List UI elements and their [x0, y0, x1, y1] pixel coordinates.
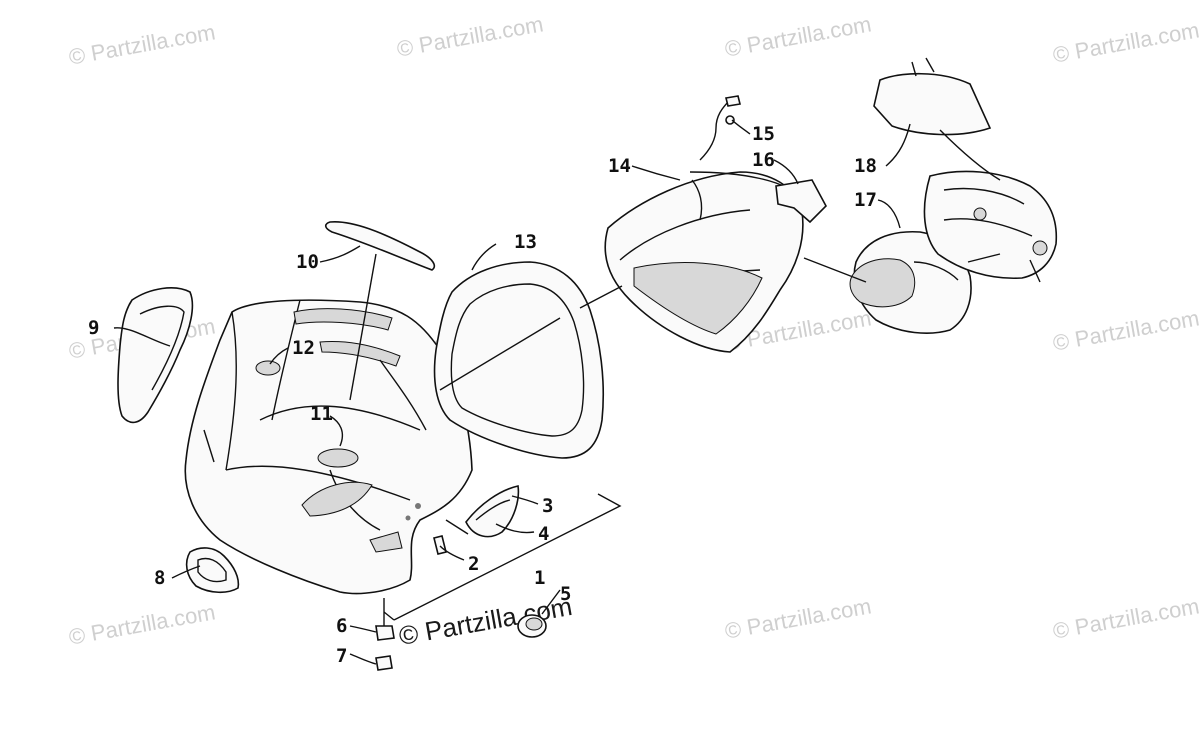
callout-8: 8 [154, 567, 165, 589]
callout-2: 2 [468, 553, 479, 575]
callout-11: 11 [310, 403, 333, 425]
callout-12: 12 [292, 337, 315, 359]
gasket-part-13 [433, 261, 605, 459]
callout-5: 5 [560, 583, 571, 605]
rivet-part-2 [433, 535, 447, 555]
cover-plate-part-18 [873, 72, 992, 136]
callout-1: 1 [534, 567, 545, 589]
callout-15: 15 [752, 123, 775, 145]
callout-10: 10 [296, 251, 319, 273]
callout-9: 9 [88, 317, 99, 339]
callout-14: 14 [608, 155, 631, 177]
callout-7: 7 [336, 645, 347, 667]
frame-part-8 [185, 547, 240, 594]
vent-part-11 [317, 448, 359, 468]
side-panel-part-9 [117, 287, 194, 424]
callout-18: 18 [854, 155, 877, 177]
clip-part-6 [375, 625, 395, 641]
callout-16: 16 [752, 149, 775, 171]
bolt-part-15 [725, 115, 735, 125]
cap-part-12 [255, 360, 281, 376]
bracket-part-16 [775, 179, 827, 224]
callout-4: 4 [538, 523, 549, 545]
carburetor-assembly [923, 129, 1058, 283]
hood-part [184, 299, 473, 595]
plate-part-3 [465, 485, 520, 538]
callout-6: 6 [336, 615, 347, 637]
callout-13: 13 [514, 231, 537, 253]
trim-strip-part-10 [324, 221, 436, 271]
callout-17: 17 [854, 189, 877, 211]
callout-3: 3 [542, 495, 553, 517]
screw-part-7 [375, 655, 393, 671]
